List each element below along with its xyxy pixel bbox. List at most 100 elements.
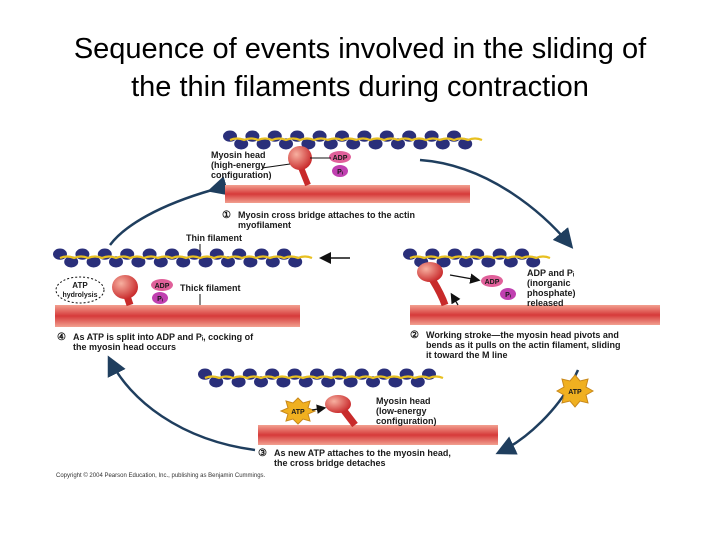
thick-filament-right — [410, 305, 660, 325]
step-1-caption-1: Myosin cross bridge attaches to the acti… — [238, 210, 415, 220]
actin-bead — [410, 376, 425, 388]
adp-badge-left — [151, 279, 173, 291]
myosin-head-right — [417, 262, 443, 282]
actin-bead — [231, 376, 246, 388]
actin-bead — [265, 256, 280, 268]
cycle-arrow-bottom-left — [107, 355, 256, 452]
actin-filament-left — [53, 248, 313, 268]
thin-filament-label: Thin filament — [186, 233, 242, 243]
step-2-number: ② — [410, 330, 419, 341]
step-3-number: ③ — [258, 448, 267, 459]
actin-bead — [153, 256, 168, 268]
atp-label-bottom: ATP — [291, 409, 305, 416]
actin-bead — [279, 138, 293, 150]
thick-filament-left — [55, 305, 300, 327]
myosin-head-low-label-1: Myosin head — [376, 396, 431, 406]
actin-filament-bottom — [198, 368, 444, 388]
released-label-4: released — [527, 298, 564, 308]
released-label-1: ADP and Pᵢ — [527, 268, 575, 278]
myosin-head-left — [112, 275, 138, 299]
myosin-head-high-label-1: Myosin head — [211, 150, 266, 160]
step-3-caption-2: the cross bridge detaches — [274, 458, 386, 468]
tropomyosin-strand — [409, 255, 551, 260]
actin-bead — [53, 248, 67, 260]
myosin-head-bottom — [325, 395, 351, 413]
actin-bead — [243, 256, 258, 268]
actin-bead — [366, 376, 380, 388]
myosin-head-low-label-2: (low-energy — [376, 406, 427, 416]
actin-filament-right — [403, 248, 551, 268]
atp-burst-cycle — [555, 374, 595, 408]
step-3-caption-1: As new ATP attaches to the myosin head, — [274, 448, 451, 458]
thick-filament-label: Thick filament — [180, 283, 241, 293]
panel-2-working-stroke: ADP Pᵢ ADP and Pᵢ (inorganic phosphate) … — [403, 248, 660, 408]
actin-bead — [198, 368, 212, 380]
pi-badge-right — [500, 288, 516, 300]
pi-label-right: Pᵢ — [505, 292, 511, 299]
pi-label-left: Pᵢ — [157, 296, 163, 303]
panel-4-cocking: ATP hydrolysis ADP Pᵢ Thin filament Thic… — [53, 233, 313, 352]
panel-3-detachment: ATP Myosin head (low-energy configuratio… — [198, 368, 498, 468]
actin-bead — [343, 376, 358, 388]
actin-bead — [298, 376, 313, 388]
step-2-caption-1: Working stroke—the myosin head pivots an… — [426, 330, 619, 340]
actin-bead — [176, 256, 191, 268]
step-4-number: ④ — [57, 332, 66, 343]
actin-bead — [526, 256, 541, 268]
pi-label-top: Pᵢ — [337, 169, 343, 176]
actin-bead — [109, 256, 123, 268]
step-1-number: ① — [222, 210, 231, 221]
tropomyosin-strand — [204, 375, 444, 380]
page-title: Sequence of events involved in the slidi… — [0, 30, 720, 106]
step-4-caption-1: As ATP is split into ADP and Pᵢ, cocking… — [73, 332, 254, 342]
cycle-arrow-top-left — [109, 176, 230, 246]
myosin-head-high-label-3: configuration) — [211, 170, 272, 180]
actin-bead — [276, 376, 291, 388]
actin-bead — [459, 256, 473, 268]
actin-bead — [86, 256, 101, 268]
hydrolysis-label: hydrolysis — [62, 292, 97, 299]
cycle-arrow-top-right — [419, 158, 574, 249]
title-line-1: Sequence of events involved in the slidi… — [73, 33, 647, 65]
actin-bead — [503, 256, 518, 268]
tropomyosin-strand — [59, 255, 313, 260]
actin-bead — [435, 138, 450, 150]
adp-badge-right — [481, 275, 503, 287]
actin-bead — [403, 248, 417, 260]
title-line-2: the thin filaments during contraction — [131, 71, 589, 103]
atp-hydrolysis-circle — [55, 276, 105, 304]
tropomyosin-strand — [229, 137, 483, 142]
actin-bead — [223, 130, 237, 142]
actin-bead — [301, 138, 316, 150]
adp-label-left: ADP — [155, 283, 170, 290]
step-2-caption-2: bends as it pulls on the actin filament,… — [426, 340, 621, 350]
actin-bead — [436, 256, 451, 268]
actin-filament-top — [223, 130, 483, 150]
panel-1-attachment: ADP Pᵢ Myosin head (high-energy configur… — [211, 130, 483, 230]
actin-bead — [458, 138, 473, 150]
myosin-head-low-label-3: configuration) — [376, 416, 437, 426]
actin-bead — [221, 256, 235, 268]
adp-badge-top — [329, 151, 351, 163]
actin-bead — [234, 138, 249, 150]
actin-bead — [198, 256, 213, 268]
actin-bead — [321, 376, 336, 388]
released-label-3: phosphate) — [527, 288, 576, 298]
actin-bead — [254, 376, 268, 388]
thick-filament-top — [225, 185, 470, 203]
actin-bead — [391, 138, 405, 150]
actin-bead — [481, 256, 496, 268]
actin-bead — [323, 138, 338, 150]
pi-badge-top — [332, 165, 348, 177]
released-label-2: (inorganic — [527, 278, 571, 288]
actin-bead — [288, 256, 303, 268]
step-2-caption-3: it toward the M line — [426, 350, 508, 360]
copyright-text: Copyright © 2004 Pearson Education, Inc.… — [56, 472, 266, 479]
actin-bead — [256, 138, 271, 150]
actin-bead — [209, 376, 224, 388]
adp-label-top: ADP — [333, 155, 348, 162]
actin-bead — [346, 138, 361, 150]
thick-filament-bottom — [258, 425, 498, 445]
step-4-caption-2: the myosin head occurs — [73, 342, 176, 352]
